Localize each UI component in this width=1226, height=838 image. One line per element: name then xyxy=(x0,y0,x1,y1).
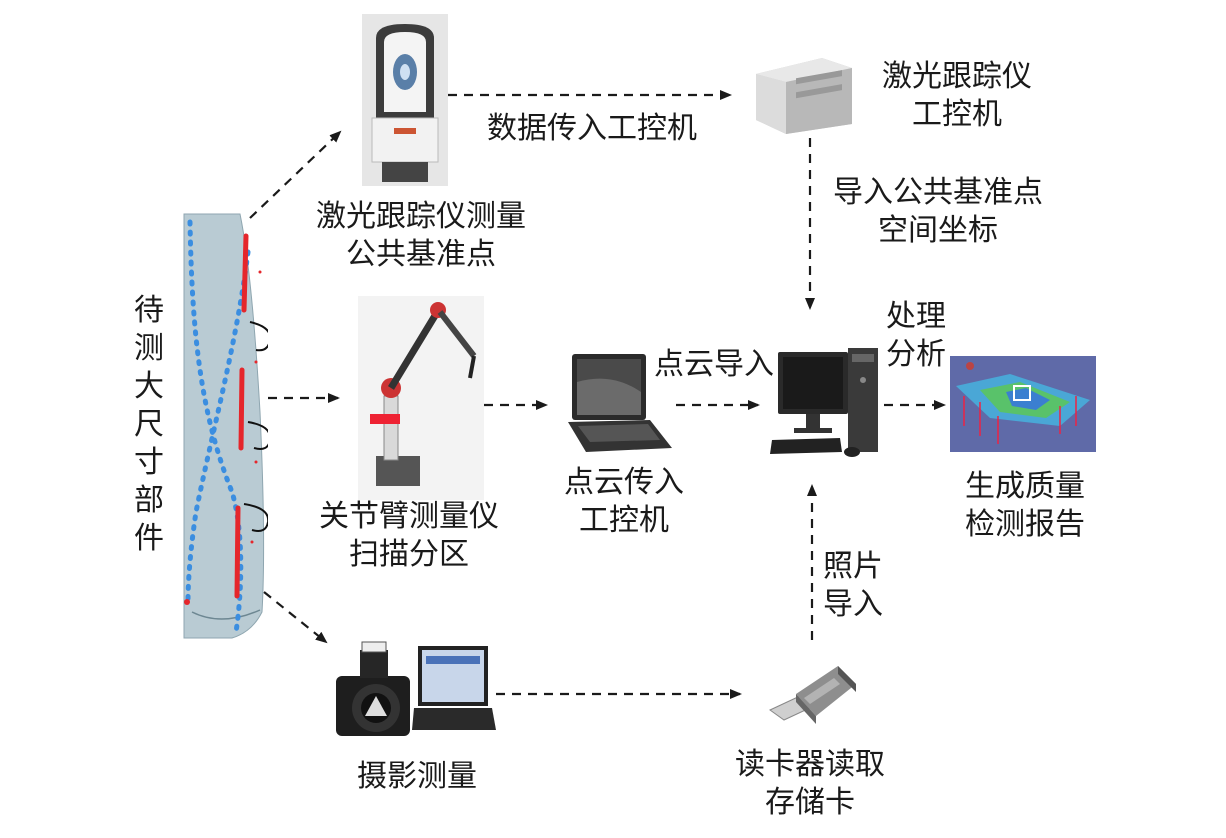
report-line-2: 检测报告 xyxy=(965,507,1085,542)
pointcloud-pc-line-2: 工控机 xyxy=(579,503,669,538)
arrow-part-to-camera xyxy=(263,591,328,644)
pointcloud-import-label: 点云导入 xyxy=(654,347,774,382)
camera-icon xyxy=(336,641,496,736)
industrial-computer-icon xyxy=(756,58,852,134)
photo-import-line-2: 导入 xyxy=(823,587,883,622)
arrow-part-to-tracker xyxy=(249,130,342,219)
card-reader-line-2: 存储卡 xyxy=(765,785,855,820)
articulated-arm-icon xyxy=(358,296,484,500)
pointcloud-pc-label: 点云传入 工控机 xyxy=(552,464,696,540)
arm-scan-label: 关节臂测量仪 扫描分区 xyxy=(304,498,514,574)
photo-import-line-1: 照片 xyxy=(823,549,883,584)
report-label: 生成质量 检测报告 xyxy=(952,468,1098,544)
photo-import-label: 照片 导入 xyxy=(818,548,888,624)
tracker-measure-label: 激光跟踪仪测量 公共基准点 xyxy=(300,198,542,274)
card-reader-label: 读卡器读取 存储卡 xyxy=(718,746,902,822)
import-coords-line-1: 导入公共基准点 xyxy=(833,175,1043,210)
pointcloud-pc-line-1: 点云传入 xyxy=(564,465,684,500)
process-line-2: 分析 xyxy=(886,337,946,372)
tracker-pc-line-2: 工控机 xyxy=(912,97,1002,132)
tracker-pc-line-1: 激光跟踪仪 xyxy=(882,59,1032,94)
blade-part-image xyxy=(183,213,268,639)
arm-scan-line-2: 扫描分区 xyxy=(349,537,469,572)
card-reader-icon xyxy=(769,666,856,724)
photogrammetry-label: 摄影测量 xyxy=(357,759,477,794)
laptop-icon xyxy=(568,354,672,452)
report-line-1: 生成质量 xyxy=(965,469,1085,504)
process-label: 处理 分析 xyxy=(878,298,954,374)
arm-scan-line-1: 关节臂测量仪 xyxy=(319,499,499,534)
card-reader-line-1: 读卡器读取 xyxy=(735,747,885,782)
tracker-pc-label: 激光跟踪仪 工控机 xyxy=(862,58,1052,134)
tracker-measure-line-1: 激光跟踪仪测量 xyxy=(316,199,526,234)
laser-tracker-icon xyxy=(362,14,448,186)
part-label: 待测大尺寸部件 xyxy=(134,293,164,556)
import-coords-line-2: 空间坐标 xyxy=(878,213,998,248)
tracker-measure-line-2: 公共基准点 xyxy=(346,237,496,272)
desktop-computer-icon xyxy=(770,348,878,457)
3d-report-icon xyxy=(950,356,1096,452)
import-coords-label: 导入公共基准点 空间坐标 xyxy=(818,174,1058,250)
data-transfer-label: 数据传入工控机 xyxy=(487,111,697,146)
process-line-1: 处理 xyxy=(886,299,946,334)
